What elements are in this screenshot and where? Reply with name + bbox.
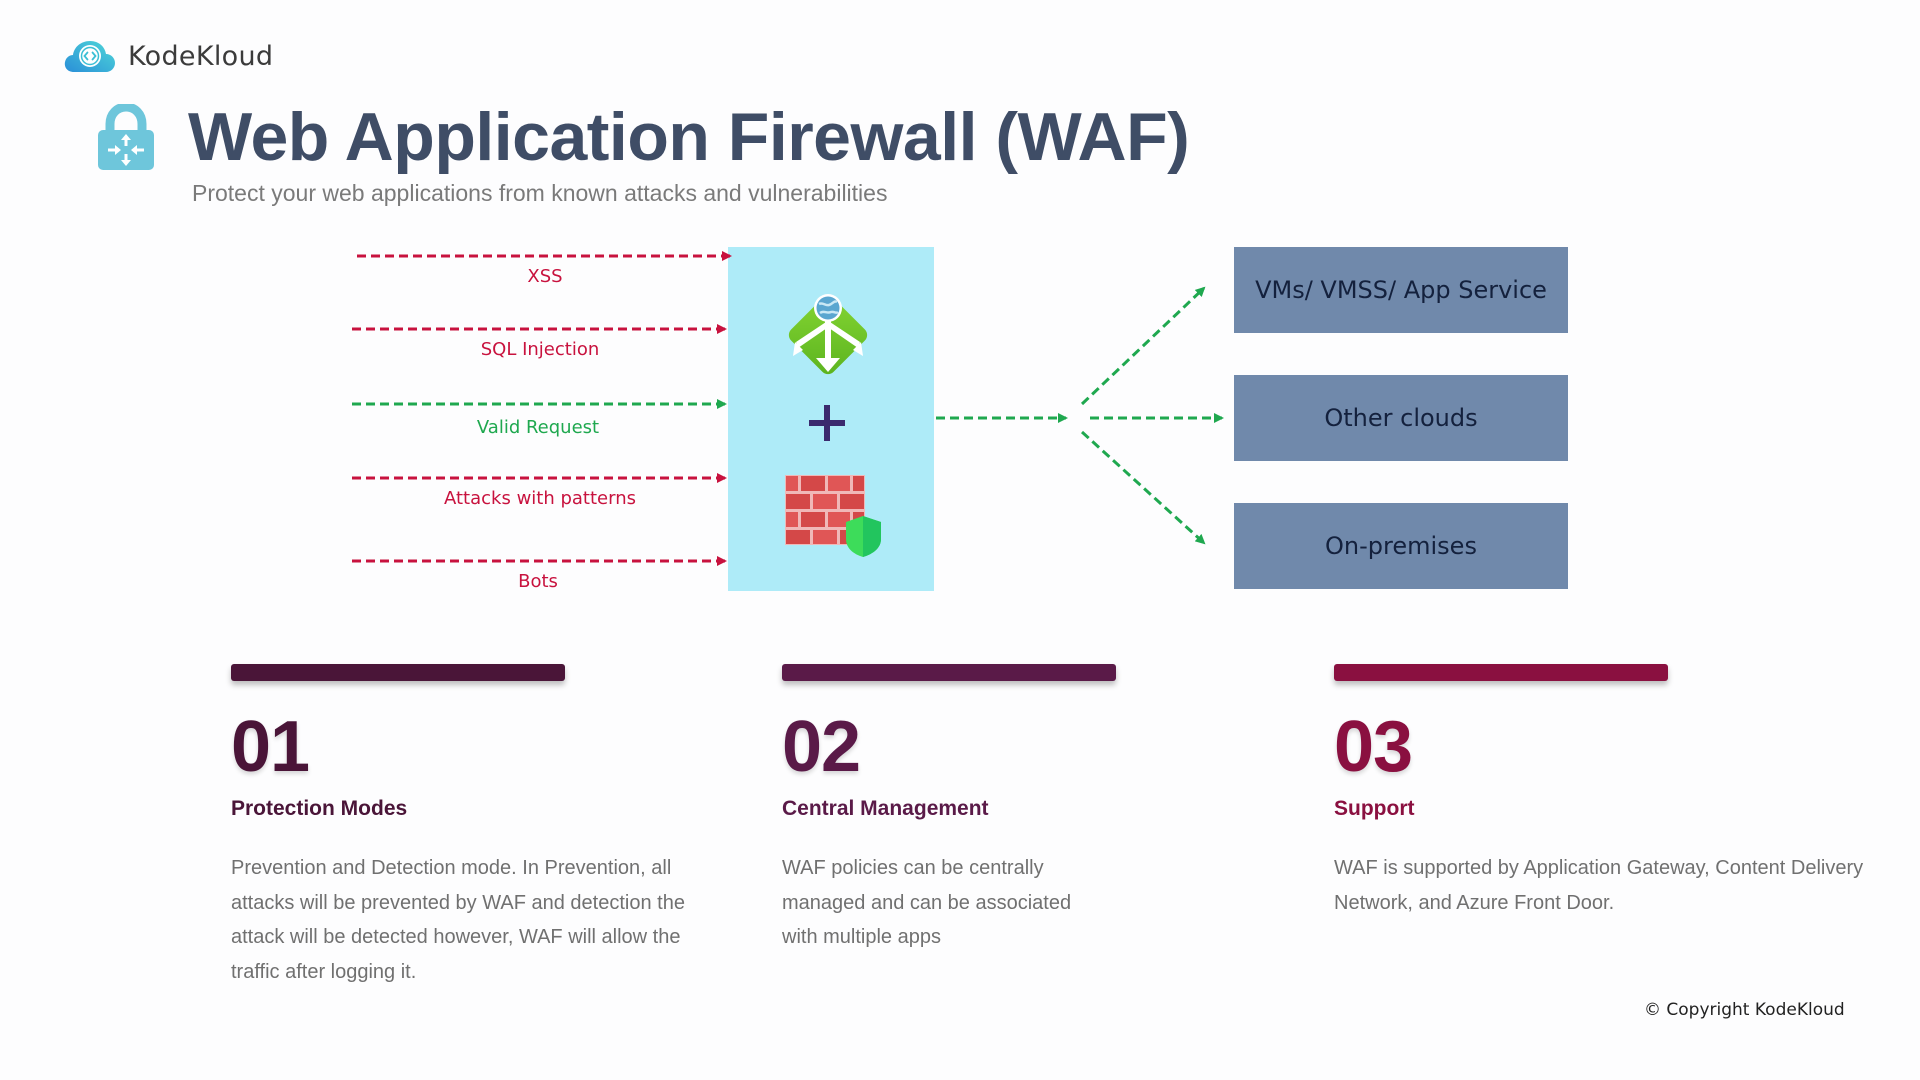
feature-title: Support [1334, 797, 1415, 820]
feature-title: Protection Modes [231, 797, 408, 820]
plus-icon [809, 405, 845, 441]
page-subtitle: Protect your web applications from known… [192, 180, 888, 206]
feature-bar [782, 664, 1116, 681]
route-arrow-vms [1080, 286, 1206, 406]
feature-bar [231, 664, 565, 681]
target-on-premises: On-premises [1234, 503, 1568, 589]
input-label-bots: Bots [518, 571, 558, 592]
target-label: On-premises [1325, 532, 1477, 560]
target-label: Other clouds [1324, 404, 1478, 432]
input-label-valid-request: Valid Request [476, 417, 600, 438]
feature-number: 03 [1334, 707, 1413, 787]
feature-bar [1334, 664, 1668, 681]
kodekloud-logo: KodeKloud [64, 36, 273, 76]
copyright: © Copyright KodeKloud [1644, 1000, 1845, 1020]
feature-title: Central Management [782, 797, 989, 820]
lock-router-icon [98, 104, 154, 170]
target-vms-vmss-app-service: VMs/ VMSS/ App Service [1234, 247, 1568, 333]
feature-number: 01 [231, 707, 310, 787]
feature-protection-modes: 01 Protection Modes Prevention and Detec… [231, 664, 701, 989]
firewall-icon [785, 475, 881, 557]
feature-support: 03 Support WAF is supported by Applicati… [1334, 664, 1894, 920]
feature-description: WAF policies can be centrally managed an… [782, 857, 1072, 948]
cloud-code-icon [64, 41, 115, 72]
input-label-attacks-with-patterns: Attacks with patterns [444, 488, 636, 509]
route-arrow-on-premises [1080, 430, 1206, 545]
input-label-sql-injection: SQL Injection [480, 339, 600, 360]
feature-description: Prevention and Detection mode. In Preven… [231, 857, 685, 983]
input-label-xss: XSS [527, 266, 563, 287]
target-label: VMs/ VMSS/ App Service [1255, 276, 1547, 304]
application-gateway-icon [788, 294, 868, 375]
feature-central-management: 02 Central Management WAF policies can b… [782, 664, 1116, 955]
feature-number: 02 [782, 707, 861, 787]
page-title: Web Application Firewall (WAF) [188, 99, 1190, 175]
feature-description: WAF is supported by Application Gateway,… [1334, 857, 1864, 914]
brand-name: KodeKloud [128, 40, 274, 72]
target-other-clouds: Other clouds [1234, 375, 1568, 461]
